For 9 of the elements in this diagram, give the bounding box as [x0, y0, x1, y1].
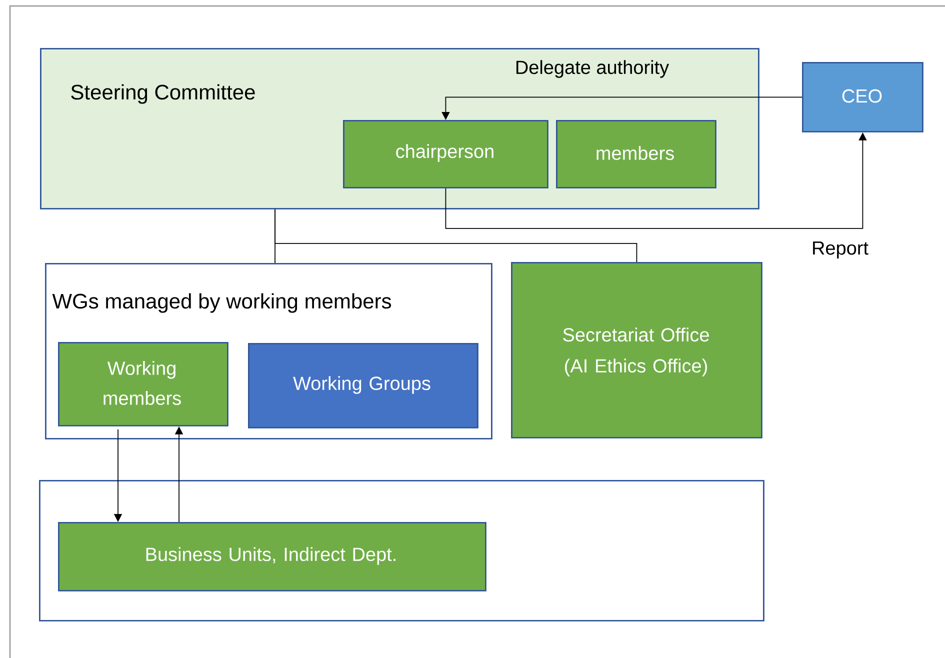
role-box: chairperson — [343, 120, 548, 188]
edge-label: Report — [813, 242, 868, 258]
office-box: Secretariat Office (AI Ethics Office) — [511, 262, 762, 438]
unit-box: Business Units, Indirect Dept. — [58, 522, 486, 592]
group-box: Working Groups — [248, 343, 478, 428]
role-box: members — [556, 120, 716, 188]
edge-label: Delegate authority — [516, 60, 670, 78]
executive-box: CEO — [802, 62, 924, 132]
role-box: Working members — [58, 342, 228, 426]
